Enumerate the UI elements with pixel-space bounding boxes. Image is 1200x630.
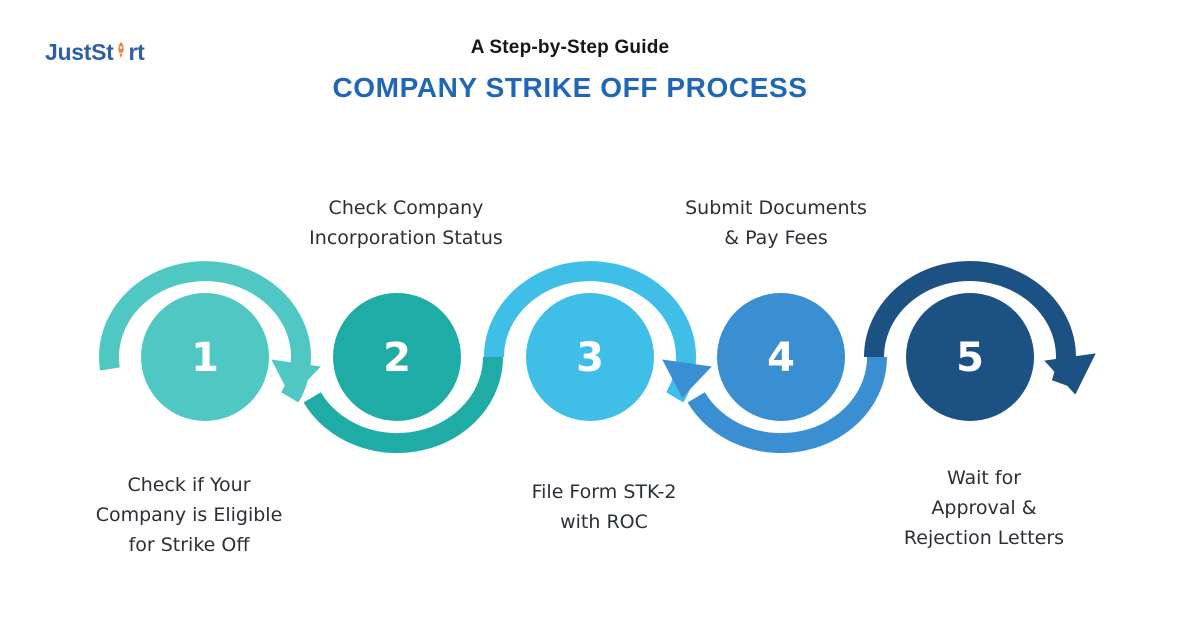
step-label-2-line: Check Company — [328, 197, 484, 219]
step-label-3-line: with ROC — [560, 511, 648, 533]
flow-arc-step4-under — [687, 356, 887, 454]
step-circle-3 — [526, 293, 654, 421]
step-circle-1 — [141, 293, 269, 421]
step-label-4-line: & Pay Fees — [724, 227, 828, 249]
step-label-5: Wait for Approval & Rejection Letters — [824, 463, 1144, 553]
logo: JustSt rt — [45, 38, 145, 67]
flow-arc-step3-over — [484, 261, 696, 403]
step-circle-2 — [333, 293, 461, 421]
step-label-5-line: Approval & — [931, 497, 1037, 519]
step-number-4: 4 — [767, 335, 795, 381]
step-label-2: Check Company Incorporation Status — [246, 193, 566, 253]
step-circle-4 — [717, 293, 845, 421]
step-number-1: 1 — [191, 335, 219, 381]
flow-arrowhead-1-icon — [271, 359, 321, 398]
step-number-2: 2 — [383, 335, 411, 381]
guide-subtitle: A Step-by-Step Guide — [470, 37, 670, 58]
step-label-4-line: Submit Documents — [685, 197, 867, 219]
step-label-1: Check if Your Company is Eligible for St… — [29, 470, 349, 560]
step-label-1-line: Check if Your — [127, 474, 251, 496]
step-label-1-line: Company is Eligible — [95, 504, 283, 526]
step-label-5-line: Wait for — [946, 467, 1022, 489]
rocket-icon — [115, 38, 127, 65]
logo-text-right: rt — [128, 39, 145, 65]
step-label-4: Submit Documents & Pay Fees — [616, 193, 936, 253]
logo-text-left: JustSt — [45, 39, 114, 65]
step-label-3: File Form STK-2 with ROC — [444, 477, 764, 537]
flow-arrowhead-2-icon — [662, 359, 712, 398]
step-label-2-line: Incorporation Status — [309, 227, 503, 249]
step-label-5-line: Rejection Letters — [903, 527, 1065, 549]
step-number-3: 3 — [576, 335, 604, 381]
step-label-3-line: File Form STK-2 — [531, 481, 677, 503]
flow-arrowhead-3-icon — [1044, 353, 1096, 395]
page-title: COMPANY STRIKE OFF PROCESS — [332, 72, 808, 103]
header: A Step-by-Step Guide COMPANY STRIKE OFF … — [0, 37, 1140, 104]
flow-arc-step1-over — [99, 261, 311, 403]
step-label-1-line: for Strike Off — [128, 534, 250, 556]
flow-arc-step2-under — [303, 356, 503, 454]
step-circle-5 — [906, 293, 1034, 421]
flow-arc-step5-over — [864, 261, 1076, 387]
step-number-5: 5 — [956, 335, 984, 381]
